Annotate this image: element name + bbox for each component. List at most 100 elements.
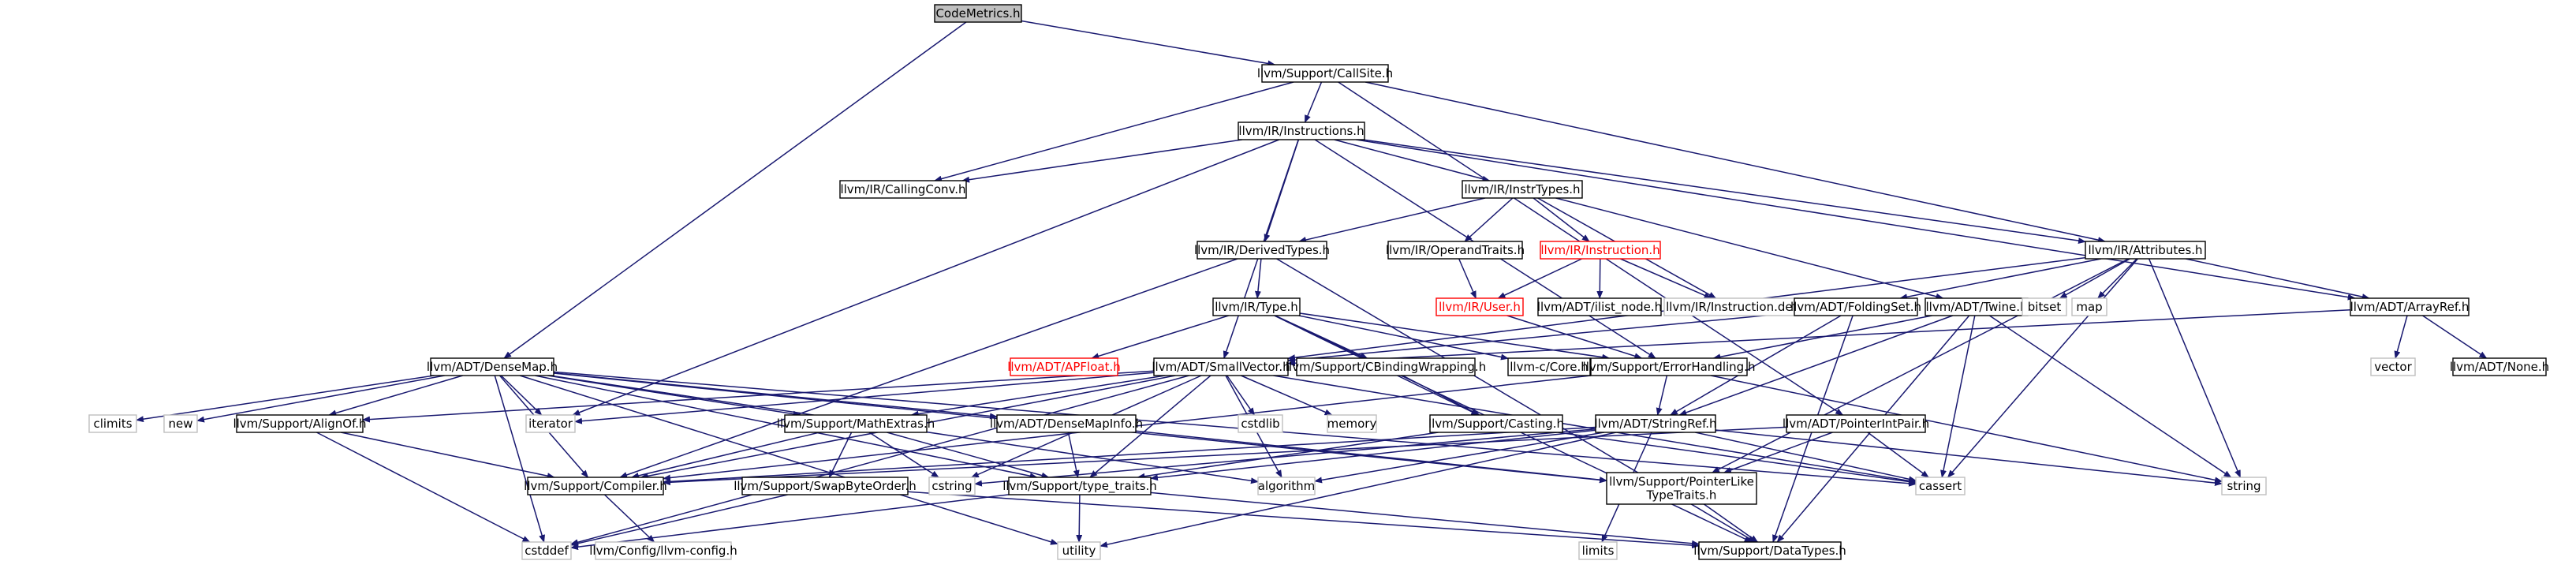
edge-instrtypes-to-derivedtypes (1298, 197, 1486, 243)
node-cstring: cstring (928, 477, 976, 495)
node-twine[interactable]: llvm/ADT/Twine.h (1925, 297, 2029, 316)
node-ccore-label: llvm-c/Core.h (1510, 360, 1589, 374)
node-alignof-label: llvm/Support/AlignOf.h (233, 417, 366, 431)
node-climits: climits (88, 414, 137, 433)
node-limits: limits (1578, 541, 1618, 560)
node-cstddef-box (521, 541, 572, 560)
edge-arrayref-to-vector (2394, 315, 2408, 359)
node-instruction[interactable]: llvm/IR/Instruction.h (1540, 241, 1661, 260)
node-string: string (2221, 477, 2267, 495)
edge-type-to-errorhandling (1299, 312, 1611, 361)
edge-foldingset-to-stringref (1670, 315, 1842, 416)
node-ilistnode-label: llvm/ADT/ilist_node.h (1537, 300, 1662, 315)
edge-twine-to-string (1988, 315, 2232, 478)
node-errorhandling[interactable]: llvm/Support/ErrorHandling.h (1583, 357, 1756, 376)
node-instructions-label: llvm/IR/Instructions.h (1238, 124, 1364, 138)
node-stringref[interactable]: llvm/ADT/StringRef.h (1594, 414, 1717, 433)
node-smallvector-label: llvm/ADT/SmallVector.h (1152, 360, 1290, 374)
node-climits-label: climits (93, 417, 132, 431)
node-climits-box (88, 414, 137, 433)
edge-densemapinfo-to-pointerliketraits (1135, 430, 1607, 484)
node-casting[interactable]: llvm/Support/Casting.h (1428, 414, 1564, 433)
node-iterator-label: iterator (528, 417, 573, 431)
node-attributes[interactable]: llvm/IR/Attributes.h (2085, 241, 2206, 260)
node-alignof[interactable]: llvm/Support/AlignOf.h (233, 414, 367, 433)
edge-stringref-to-typetraits (1150, 429, 1596, 481)
node-cbinding-box (1296, 357, 1476, 376)
edge-densemap-to-alignof (328, 375, 463, 417)
node-cstddef-label: cstddef (525, 544, 569, 558)
node-casting-label: llvm/Support/Casting.h (1428, 417, 1564, 431)
node-memory-label: memory (1327, 417, 1377, 431)
node-callingconv[interactable]: llvm/IR/CallingConv.h (839, 180, 967, 199)
node-arrayref[interactable]: llvm/ADT/ArrayRef.h (2350, 297, 2470, 316)
node-instrtypes[interactable]: llvm/IR/InstrTypes.h (1462, 180, 1583, 199)
edge-instrtypes-to-operandtraits (1464, 197, 1514, 242)
node-datatypes[interactable]: llvm/Support/DataTypes.h (1693, 541, 1846, 560)
node-foldingset[interactable]: llvm/ADT/FoldingSet.h (1790, 297, 1921, 316)
node-foldingset-label: llvm/ADT/FoldingSet.h (1790, 300, 1921, 314)
edge-casting-to-cassert (1558, 432, 1917, 485)
edge-typetraits-to-cstddef (570, 494, 1010, 551)
node-ccore[interactable]: llvm-c/Core.h (1507, 357, 1591, 376)
node-none[interactable]: llvm/ADT/None.h (2450, 357, 2549, 376)
edge-pointerintpair-to-compiler (663, 426, 1787, 486)
node-pointerintpair[interactable]: llvm/ADT/PointerIntPair.h (1783, 414, 1929, 433)
node-swapbyteorder-box (741, 477, 909, 495)
node-map-box (2071, 297, 2107, 316)
edge-densemap-to-utility (519, 375, 1058, 545)
node-swapbyteorder[interactable]: llvm/Support/SwapByteOrder.h (734, 477, 917, 495)
edge-foldingset-to-smallvector (1287, 312, 1795, 364)
edge-swapbyteorder-to-datatypes (907, 491, 1700, 549)
node-smallvector[interactable]: llvm/ADT/SmallVector.h (1152, 357, 1290, 376)
node-typetraits-box (1008, 477, 1152, 495)
edge-instructions-to-attributes (1362, 139, 2086, 245)
node-apfloat[interactable]: llvm/ADT/APFloat.h (1007, 357, 1121, 376)
edge-smallvector-to-mathextras (910, 375, 1166, 417)
edge-mathextras-to-swapbyteorder (828, 432, 853, 478)
edge-densemap-to-cassert (553, 371, 1917, 487)
node-vector-label: vector (2374, 360, 2412, 374)
node-operandtraits[interactable]: llvm/IR/OperandTraits.h (1386, 241, 1525, 260)
edge-errorhandling-to-string (1710, 375, 2223, 484)
node-densemapinfo[interactable]: llvm/ADT/DenseMapInfo.h (990, 414, 1143, 433)
node-pointerliketraits-box (1606, 472, 1757, 505)
node-typetraits[interactable]: llvm/Support/type_traits.h (1002, 477, 1157, 495)
edge-twine-to-cassert (1940, 315, 1976, 478)
node-derivedtypes[interactable]: llvm/IR/DerivedTypes.h (1194, 241, 1330, 260)
node-bitset: bitset (2022, 297, 2067, 316)
edge-smallvector-to-alignof (362, 370, 1155, 423)
edge-attributes-to-arrayref (2186, 258, 2370, 301)
node-compiler[interactable]: llvm/Support/Compiler.h (524, 477, 667, 495)
node-errorhandling-label: llvm/Support/ErrorHandling.h (1583, 360, 1756, 374)
node-pointerintpair-label: llvm/ADT/PointerIntPair.h (1783, 417, 1929, 431)
node-apfloat-label: llvm/ADT/APFloat.h (1007, 360, 1121, 374)
node-smallvector-box (1153, 357, 1289, 376)
node-codemetrics[interactable]: CodeMetrics.h (934, 4, 1022, 23)
edge-attributes-to-pointerliketraits (1712, 258, 2129, 473)
node-mathextras[interactable]: llvm/Support/MathExtras.h (777, 414, 935, 433)
node-ilistnode[interactable]: llvm/ADT/ilist_node.h (1537, 297, 1662, 316)
node-pointerintpair-box (1786, 414, 1926, 433)
node-densemap-label: llvm/ADT/DenseMap.h (427, 360, 558, 374)
node-memory-box (1327, 414, 1377, 433)
node-instructions[interactable]: llvm/IR/Instructions.h (1238, 122, 1365, 140)
node-densemap[interactable]: llvm/ADT/DenseMap.h (427, 357, 558, 376)
node-user[interactable]: llvm/IR/User.h (1435, 297, 1524, 316)
nodes-layer: CodeMetrics.h llvm/Support/CallSite.h llvm… (88, 4, 2549, 560)
node-cstdlib-label: cstdlib (1241, 417, 1279, 431)
node-operandtraits-label: llvm/IR/OperandTraits.h (1386, 243, 1525, 257)
node-none-label: llvm/ADT/None.h (2450, 360, 2549, 374)
node-cbinding[interactable]: llvm/Support/CBindingWrapping.h (1286, 357, 1486, 376)
node-callsite-box (1261, 64, 1389, 83)
edge-callsite-to-instructions (1304, 81, 1323, 123)
edge-alignof-to-cstddef (316, 432, 531, 543)
node-cassert: cassert (1915, 477, 1966, 495)
node-type[interactable]: llvm/IR/Type.h (1212, 297, 1301, 316)
edge-type-to-ccore (1298, 315, 1509, 361)
edge-attributes-to-string (2148, 258, 2242, 478)
node-callsite[interactable]: llvm/Support/CallSite.h (1257, 64, 1393, 83)
node-cassert-label: cassert (1919, 479, 1962, 493)
edge-alignof-to-compiler (341, 432, 555, 480)
